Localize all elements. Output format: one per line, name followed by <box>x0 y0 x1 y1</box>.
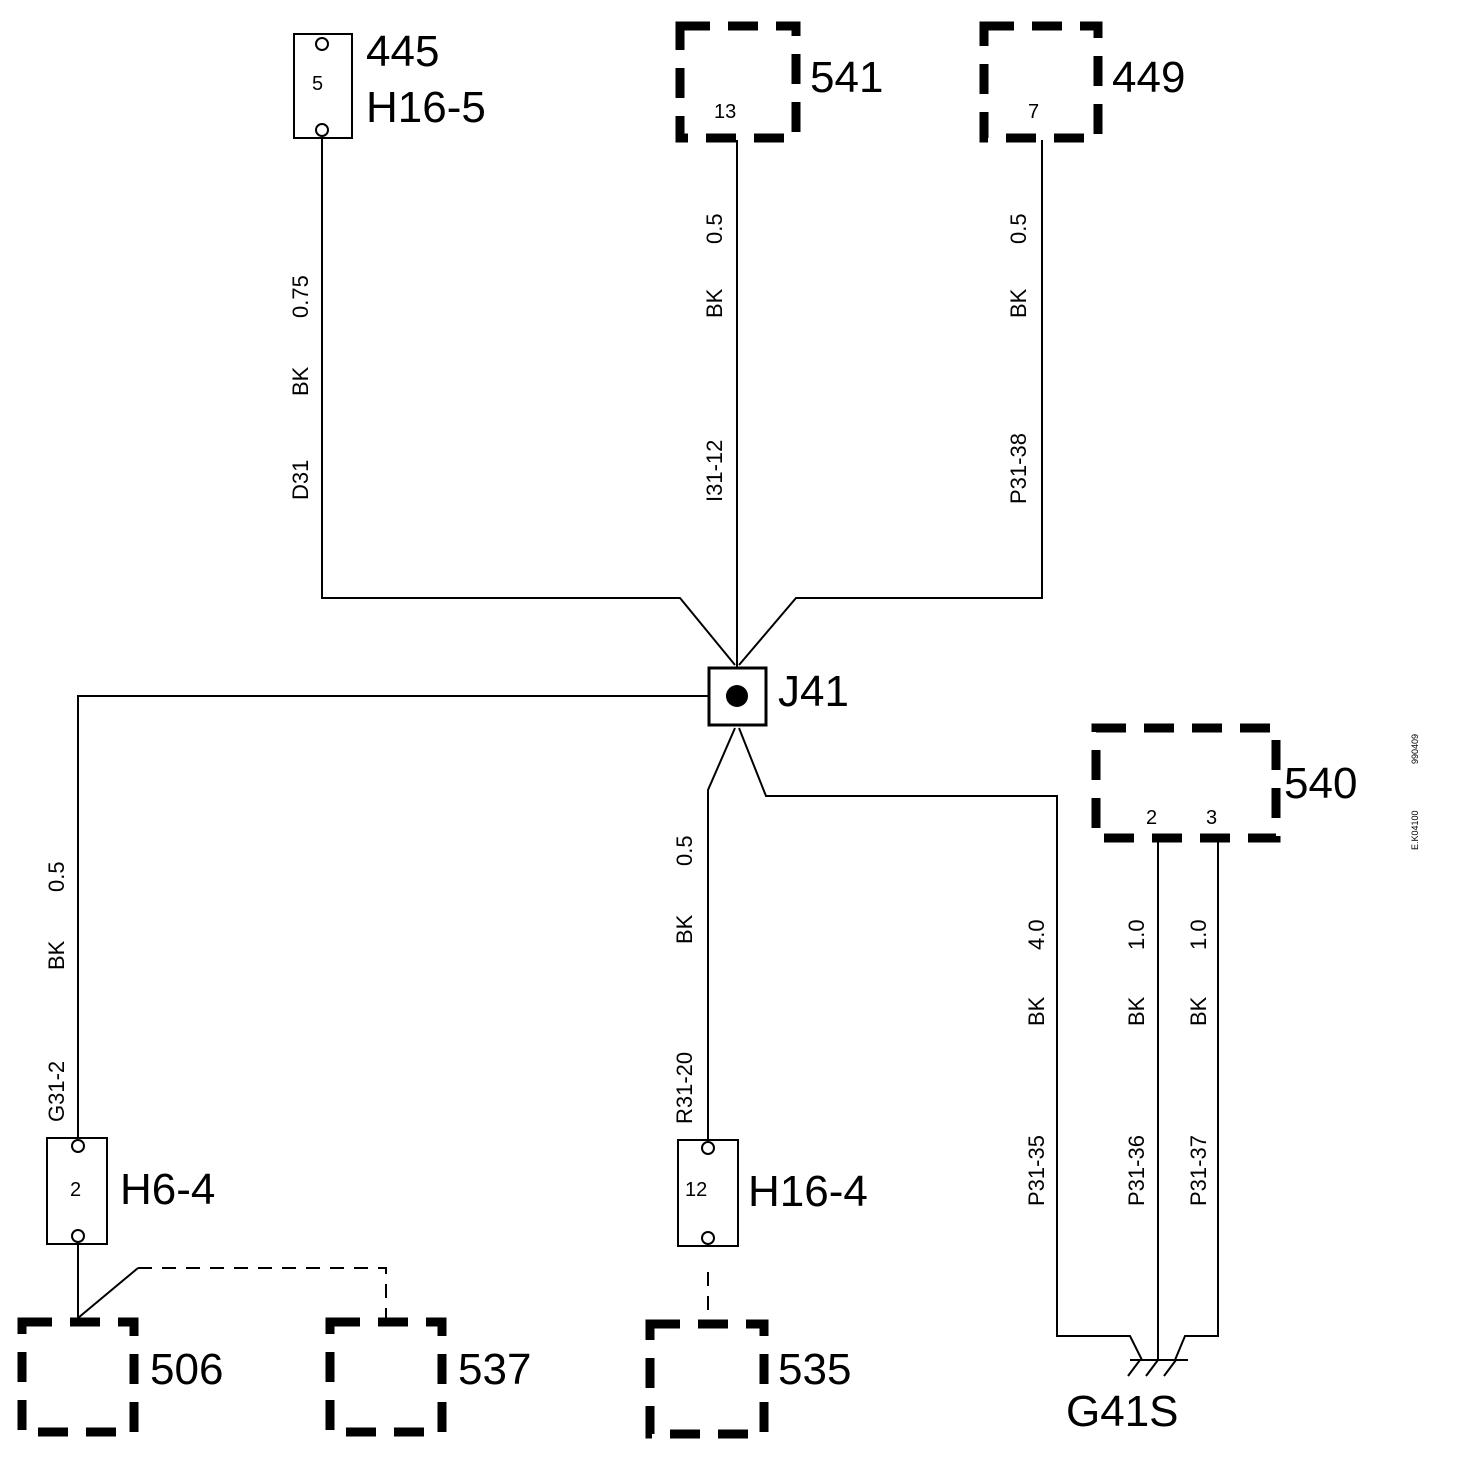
ground-g41s-symbol <box>1127 1359 1188 1377</box>
connector-h6-4-pin-bottom <box>71 1229 85 1243</box>
component-540-pin-3-number: 3 <box>1206 807 1217 829</box>
connector-h16-5-label: H16-5 <box>366 83 486 132</box>
wire-p31-37-color: BK <box>1186 996 1211 1026</box>
connector-h16-4-label: H16-4 <box>748 1167 868 1216</box>
wire-i31-12-size: 0.5 <box>702 213 727 244</box>
component-449-box <box>979 21 1103 143</box>
wire-g31-2-id: G31-2 <box>44 1061 69 1122</box>
wire-r31-20 <box>707 727 736 1140</box>
connector-h6-4-pin-top <box>71 1139 85 1153</box>
component-537-label: 537 <box>458 1345 531 1394</box>
wire-p31-35-color: BK <box>1024 996 1049 1026</box>
wire-g31-2-color: BK <box>44 940 69 970</box>
component-541-pin-number: 13 <box>714 101 736 123</box>
wire-g31-2-size: 0.5 <box>44 861 69 892</box>
connector-h16-5-pin-bottom <box>315 123 329 137</box>
component-535-label: 535 <box>778 1345 851 1394</box>
connector-h16-4-pin-top <box>701 1141 715 1155</box>
wire-p31-38-color: BK <box>1006 288 1031 318</box>
margin-code-2: E.K04100 <box>1410 810 1420 850</box>
component-541-label: 541 <box>810 53 883 102</box>
component-541-box <box>675 21 801 143</box>
connector-h6-4-label: H6-4 <box>120 1165 215 1214</box>
connector-h16-4-pin-number: 12 <box>685 1179 707 1201</box>
component-506-label: 506 <box>150 1345 223 1394</box>
component-449-pin-number: 7 <box>1028 101 1039 123</box>
wire-d31-color: BK <box>288 366 313 396</box>
wire-p31-36-color: BK <box>1124 996 1149 1026</box>
wire-i31-12-id: I31-12 <box>702 440 727 502</box>
component-535-box <box>645 1319 769 1439</box>
wire-p31-38-id: P31-38 <box>1006 433 1031 504</box>
wire-i31-12-color: BK <box>702 288 727 318</box>
component-540-pin-2-number: 2 <box>1146 807 1157 829</box>
component-445-label: 445 <box>366 27 439 76</box>
wire-r31-20-color: BK <box>672 914 697 944</box>
wire-p31-38-size: 0.5 <box>1006 213 1031 244</box>
splice-j41-label: J41 <box>778 667 849 716</box>
wire-p31-37-id: P31-37 <box>1186 1135 1211 1206</box>
wire-p31-36-id: P31-36 <box>1124 1135 1149 1206</box>
connector-h6-4-body <box>46 1137 108 1245</box>
wire-d31-size: 0.75 <box>288 275 313 318</box>
wire-p31-35 <box>738 727 1143 1361</box>
wire-d31-id: D31 <box>288 460 313 500</box>
connector-h16-5-pin-top <box>315 37 329 51</box>
component-540-label: 540 <box>1284 759 1357 808</box>
connector-h16-4-body <box>677 1139 739 1247</box>
connector-h16-5-body <box>293 33 353 139</box>
connector-h16-5-pin-number: 5 <box>312 73 323 95</box>
connector-h6-4-pin-number: 2 <box>70 1179 81 1201</box>
component-540-box <box>1091 723 1281 843</box>
wire-dashed-to-537 <box>138 1267 387 1320</box>
wire-g31-2 <box>77 695 708 1138</box>
wire-p31-35-id: P31-35 <box>1024 1135 1049 1206</box>
wire-p31-38 <box>738 140 1043 666</box>
margin-code-1: 990409 <box>1410 734 1420 764</box>
component-449-label: 449 <box>1112 53 1185 102</box>
wire-r31-20-size: 0.5 <box>672 835 697 866</box>
component-537-box <box>325 1317 447 1437</box>
wire-h6-4-branch <box>77 1267 139 1319</box>
splice-j41-dot <box>726 685 748 707</box>
wire-d31 <box>321 138 736 666</box>
component-506-box <box>17 1317 139 1437</box>
wire-lines <box>77 138 1219 1361</box>
wire-p31-37-size: 1.0 <box>1186 919 1211 950</box>
ground-g41s-label: G41S <box>1066 1387 1179 1436</box>
wire-p31-37 <box>1174 840 1219 1361</box>
wire-p31-36-size: 1.0 <box>1124 919 1149 950</box>
connector-h16-4-pin-bottom <box>701 1231 715 1245</box>
wire-p31-35-size: 4.0 <box>1024 919 1049 950</box>
wire-r31-20-id: R31-20 <box>672 1052 697 1124</box>
